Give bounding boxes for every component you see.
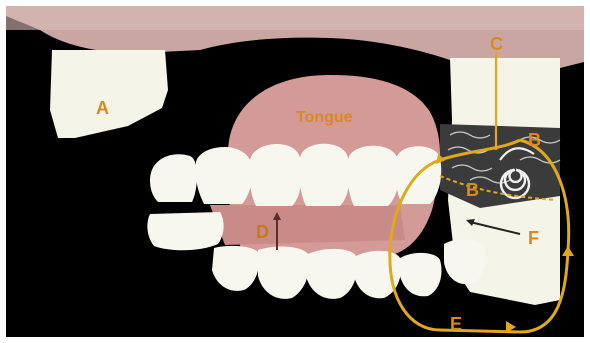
label-b-upper: B — [528, 130, 541, 150]
upper-tooth-5 — [347, 146, 399, 206]
upper-tooth-2 — [195, 147, 252, 204]
upper-tooth-3 — [249, 144, 301, 206]
lower-tooth-1 — [147, 212, 223, 250]
label-b-lower: B — [466, 180, 479, 200]
label-c: C — [490, 34, 503, 54]
label-e: E — [450, 314, 462, 334]
label-d: D — [256, 222, 269, 242]
upper-tooth-4 — [299, 144, 349, 206]
upper-soft-tissue-highlight — [6, 6, 584, 30]
label-a: A — [96, 98, 109, 118]
label-f: F — [528, 228, 539, 248]
lower-gum — [210, 205, 405, 245]
label-tongue: Tongue — [296, 109, 353, 126]
